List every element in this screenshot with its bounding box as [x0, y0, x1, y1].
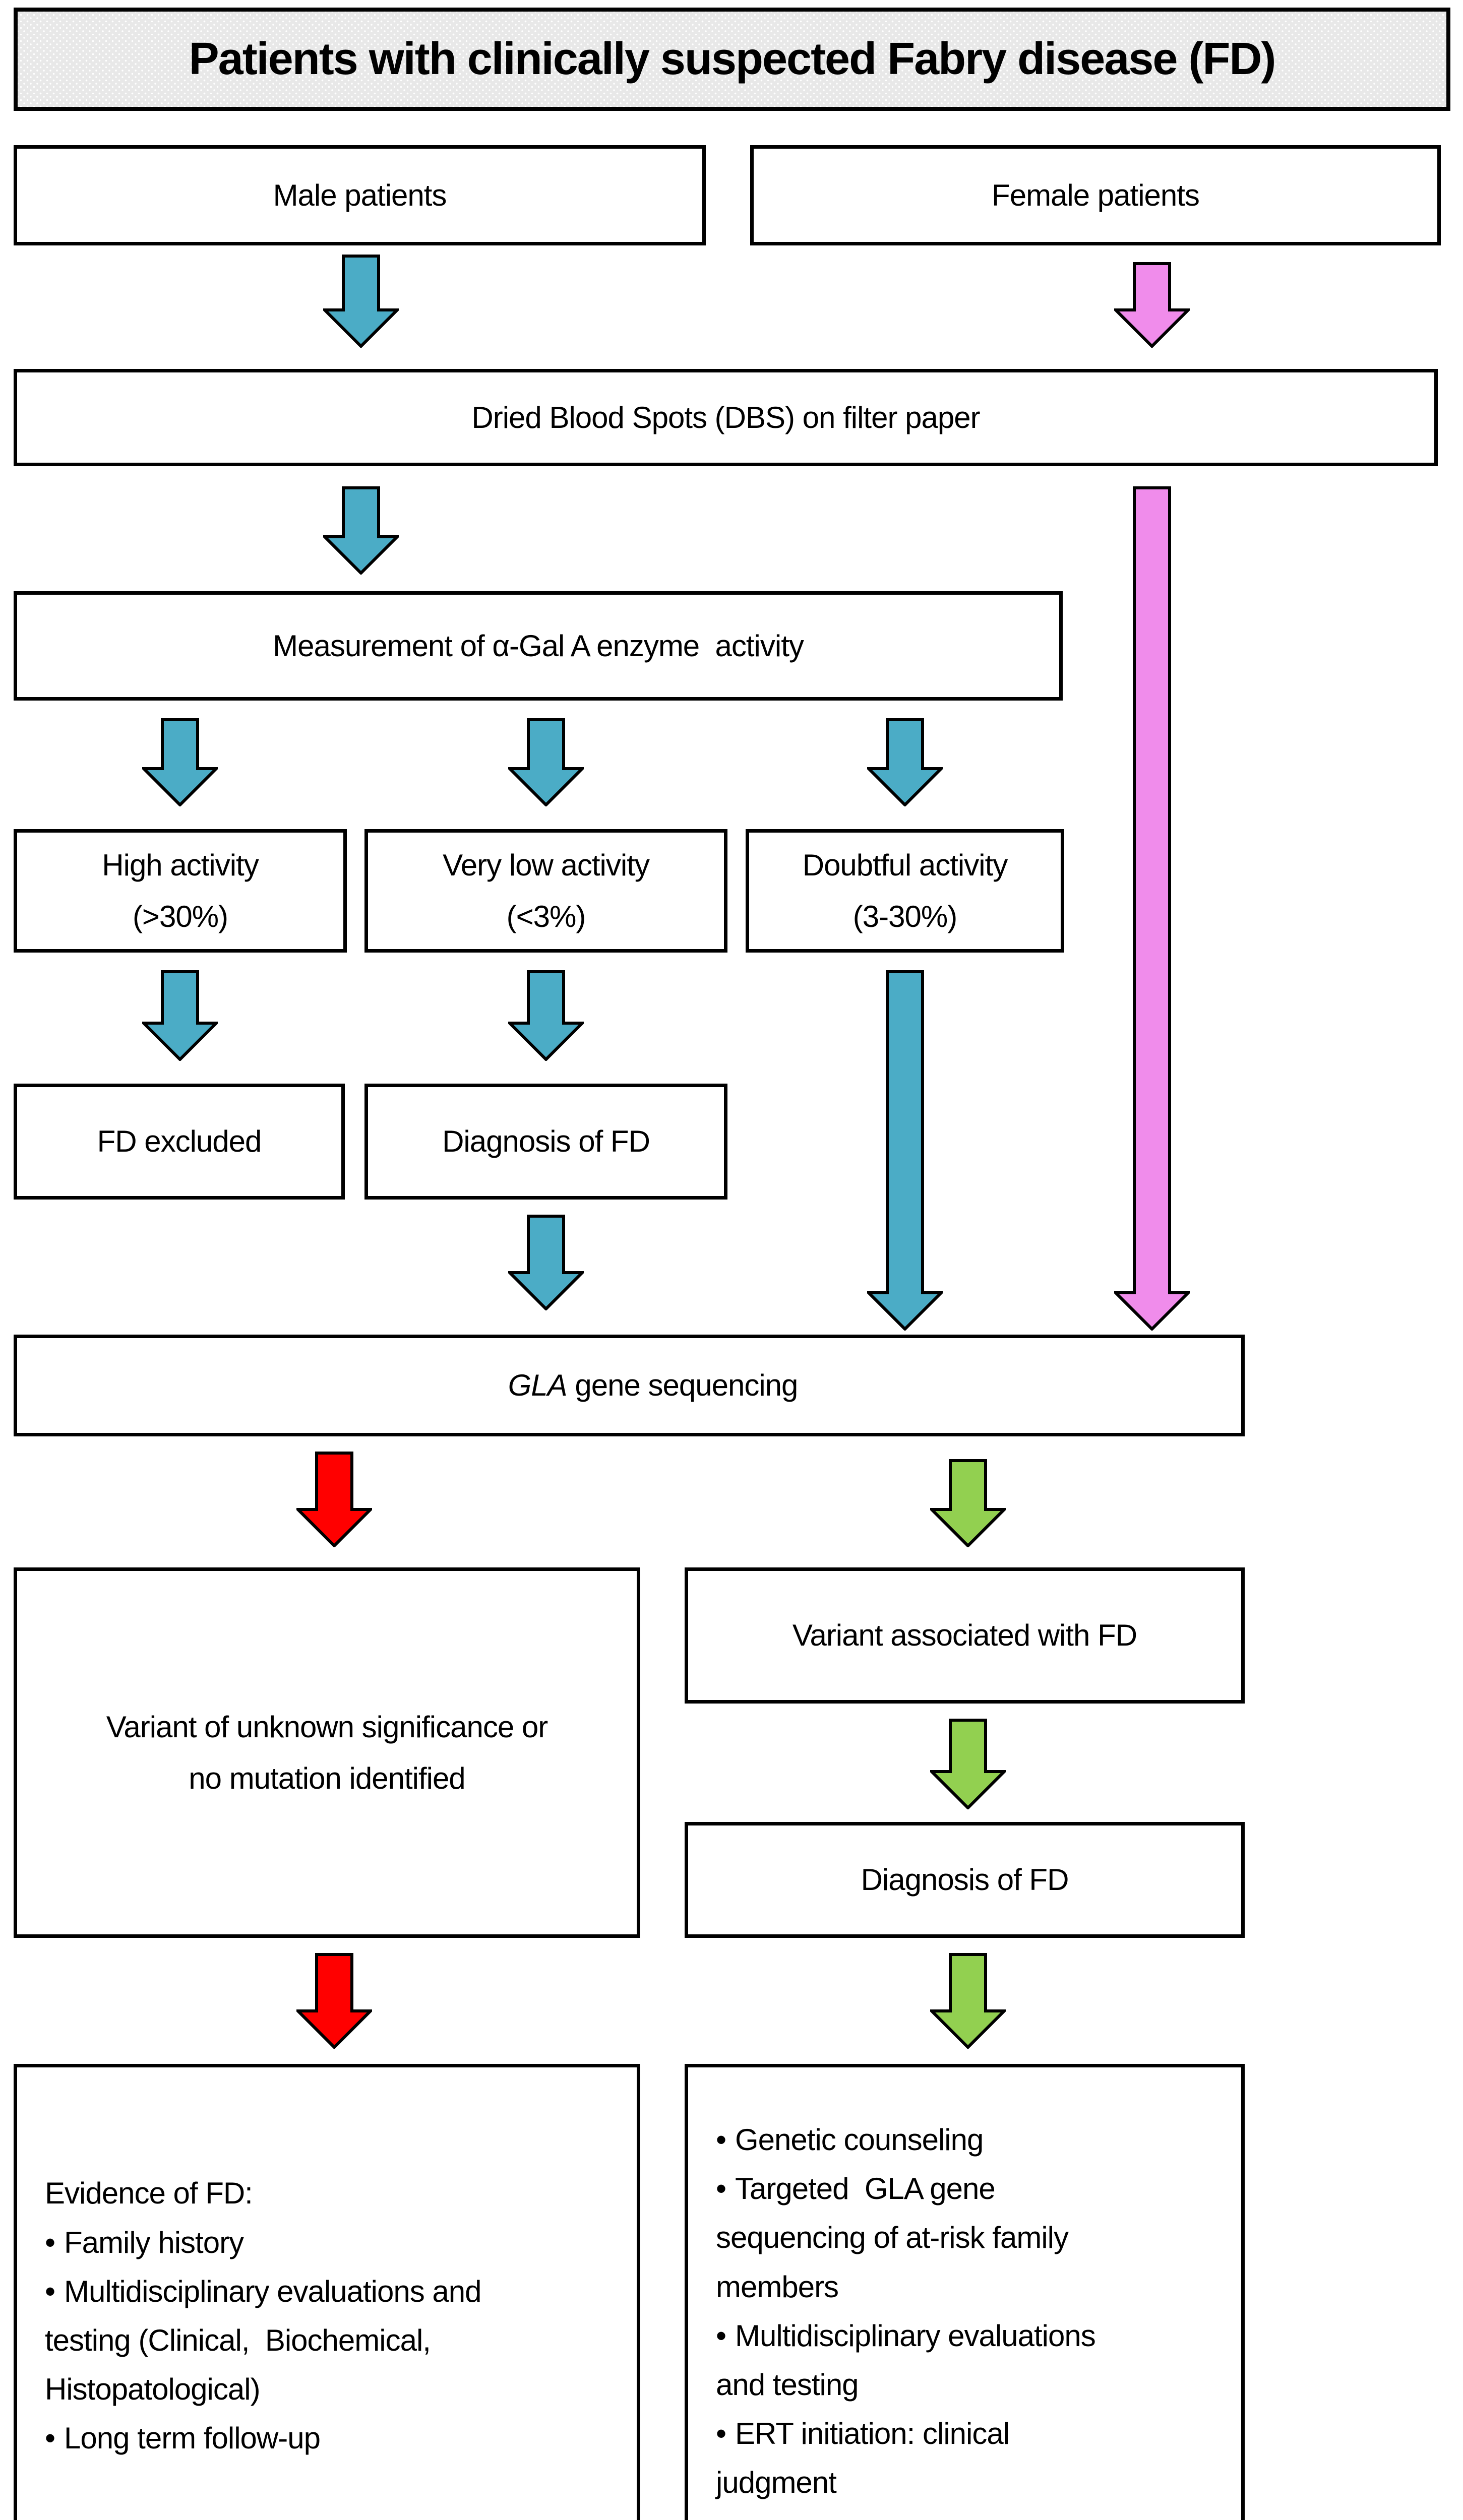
node-evidence-of-fd: Evidence of FD: •Family history •Multidi… [14, 2064, 640, 2520]
arrow-doubtful-to-gla-long [867, 970, 943, 1331]
gla-rest-text: gene sequencing [567, 1368, 798, 1402]
list-item: •ERT initiation: clinical judgment [716, 2417, 1010, 2500]
arrow-dbs-to-measurement [323, 486, 399, 575]
arrow-female-to-dbs [1114, 262, 1190, 348]
node-gla-sequencing: GLA gene sequencing [14, 1335, 1245, 1436]
arrow-measurement-to-high [142, 718, 218, 806]
bullet-glyph: • [716, 2417, 726, 2451]
arrow-shape [930, 1459, 1006, 1547]
bullet-glyph: • [716, 2515, 726, 2520]
arrow-diagnosis-to-gla [508, 1215, 584, 1310]
arrow-female-to-gla-long [1114, 486, 1190, 1331]
arrow-shape [930, 1953, 1006, 2049]
node-variant-associated: Variant associated with FD [685, 1567, 1245, 1704]
arrow-shape [1114, 486, 1190, 1331]
list-item: •Targeted GLA gene sequencing of at-risk… [716, 2172, 1069, 2304]
arrow-shape [508, 1215, 584, 1310]
node-measurement: Measurement of α-Gal A enzyme activity [14, 591, 1063, 701]
bullet-glyph: • [716, 2318, 726, 2353]
arrow-shape [323, 486, 399, 575]
node-management-plan: •Genetic counseling •Targeted GLA gene s… [685, 2064, 1245, 2520]
title-text: Patients with clinically suspected Fabry… [189, 34, 1276, 84]
list-item: •Family history [45, 2225, 244, 2259]
node-diagnosis-of-fd-1: Diagnosis of FD [364, 1084, 727, 1200]
node-diagnosis-of-fd-2: Diagnosis of FD [685, 1822, 1245, 1938]
arrow-shape [867, 718, 943, 806]
bullet-glyph: • [716, 2123, 726, 2157]
gla-gene-symbol: GLA [508, 1368, 568, 1402]
bullet-glyph: • [716, 2172, 726, 2206]
arrow-shape [323, 255, 399, 348]
arrow-variant-associated-to-diagnosis [930, 1719, 1006, 1809]
node-high-activity: High activity (>30%) [14, 829, 347, 953]
arrow-diagnosis-to-management [930, 1953, 1006, 2049]
arrow-shape [142, 970, 218, 1061]
list-item: •Multidisciplinary evaluations and testi… [45, 2274, 481, 2407]
node-fd-excluded: FD excluded [14, 1084, 345, 1200]
arrow-shape [930, 1719, 1006, 1809]
arrow-shape [142, 718, 218, 806]
arrow-shape [1114, 262, 1190, 348]
arrow-measurement-to-verylow [508, 718, 584, 806]
arrow-verylow-to-diagnosis [508, 970, 584, 1061]
list-item: •Genetic counseling [716, 2123, 984, 2157]
arrow-shape [867, 970, 943, 1331]
evidence-heading: Evidence of FD: [45, 2176, 253, 2211]
node-variant-unknown: Variant of unknown significance or no mu… [14, 1567, 640, 1938]
arrow-male-to-dbs [323, 255, 399, 348]
node-title: Patients with clinically suspected Fabry… [14, 8, 1450, 111]
arrow-shape [296, 1452, 372, 1547]
node-doubtful-activity: Doubtful activity (3-30%) [746, 829, 1064, 953]
arrow-shape [296, 1953, 372, 2049]
list-item: •Long term follow-up [45, 2421, 321, 2455]
node-female-patients: Female patients [750, 145, 1441, 245]
arrow-gla-to-variant-associated [930, 1459, 1006, 1547]
list-item: •Multidisciplinary evaluations and testi… [716, 2318, 1096, 2402]
bullet-glyph: • [45, 2225, 55, 2259]
node-male-patients: Male patients [14, 145, 706, 245]
arrow-high-to-fd-excluded [142, 970, 218, 1061]
bullet-glyph: • [45, 2421, 55, 2455]
arrow-variant-unknown-to-evidence [296, 1953, 372, 2049]
list-item: •Long term follow-up [716, 2507, 1213, 2520]
arrow-gla-to-variant-unknown [296, 1452, 372, 1547]
bullet-glyph: • [45, 2274, 55, 2308]
arrow-shape [508, 718, 584, 806]
node-very-low-activity: Very low activity (<3%) [364, 829, 727, 953]
node-dbs: Dried Blood Spots (DBS) on filter paper [14, 369, 1438, 466]
arrow-measurement-to-doubtful [867, 718, 943, 806]
arrow-shape [508, 970, 584, 1061]
